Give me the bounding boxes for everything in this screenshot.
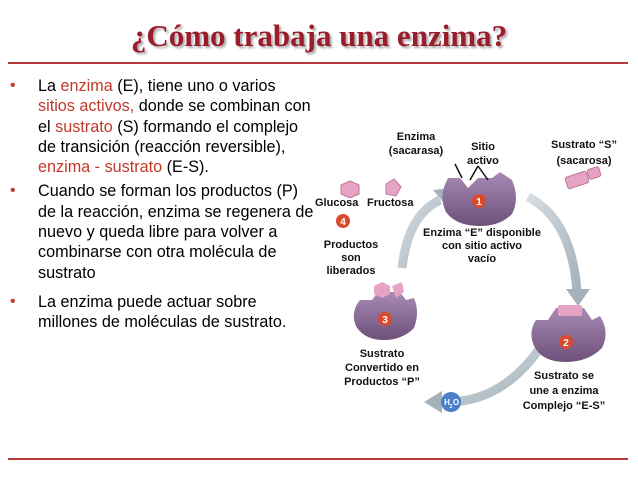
bullet-enzyme-definition: • La enzima (E), tiene uno o varios siti… bbox=[8, 76, 314, 177]
text: (E-S). bbox=[162, 158, 209, 177]
label-sustrato-s: Sustrato “S”(sacarosa) bbox=[551, 139, 617, 167]
step-3-number: 3 bbox=[382, 315, 388, 326]
step-4-number: 4 bbox=[340, 217, 346, 228]
arrowhead-bottom bbox=[424, 391, 442, 413]
fructose-molecule bbox=[385, 178, 402, 197]
enzyme-converting: 3 bbox=[353, 282, 417, 340]
step-1-number: 1 bbox=[476, 197, 482, 208]
water-sub: 2 bbox=[450, 404, 453, 410]
pointer-sitio-2 bbox=[477, 165, 489, 181]
label-glucosa: Glucosa bbox=[315, 197, 359, 209]
step-2-number: 2 bbox=[563, 338, 569, 349]
enzyme-substrate-complex: 2 bbox=[531, 305, 606, 362]
bottom-rule bbox=[8, 458, 628, 460]
bullet-marker: • bbox=[10, 182, 16, 200]
step-3-badge bbox=[378, 312, 392, 326]
bound-substrate bbox=[558, 305, 582, 316]
water-h: H bbox=[444, 398, 450, 407]
bullet-list: • La enzima (E), tiene uno o varios siti… bbox=[8, 76, 314, 333]
sucrose-molecule bbox=[564, 166, 602, 190]
step-1-badge bbox=[472, 194, 486, 208]
water-badge: H 2 O bbox=[441, 392, 461, 412]
highlight-enzima-sustrato: enzima - sustrato bbox=[38, 158, 163, 177]
title-underline bbox=[8, 62, 628, 64]
label-enzima: Enzima(sacarasa) bbox=[389, 131, 444, 157]
bullet-millions: • La enzima puede actuar sobre millones … bbox=[8, 292, 314, 333]
page-title: ¿Cómo trabaja una enzima? bbox=[130, 18, 508, 53]
water-o: O bbox=[453, 398, 459, 407]
enzyme-free: 1 bbox=[442, 172, 516, 226]
text: La bbox=[38, 77, 61, 95]
arrow-left bbox=[397, 195, 443, 269]
bullet-products: • Cuando se forman los productos (P) de … bbox=[8, 181, 314, 282]
highlight-sitios-activos: sitios activos, bbox=[38, 97, 135, 116]
bullet-marker: • bbox=[10, 292, 16, 310]
text: (E), tiene uno o varios bbox=[112, 77, 276, 95]
glucose-molecule bbox=[340, 180, 360, 199]
arrow-top-right bbox=[525, 193, 582, 293]
pointer-sitio-1 bbox=[469, 165, 479, 181]
enzyme-2-shape bbox=[531, 308, 606, 362]
step-2-badge bbox=[559, 335, 573, 349]
bullet-marker: • bbox=[10, 77, 16, 94]
fructose-in-site bbox=[392, 282, 404, 298]
released-products: 4 bbox=[336, 178, 402, 228]
glucose-in-site bbox=[374, 282, 390, 298]
highlight-sustrato: sustrato bbox=[55, 117, 113, 136]
label-fructosa: Fructosa bbox=[367, 197, 414, 209]
text: (S) formando el complejo de transición (… bbox=[38, 117, 299, 156]
pointer-enzima bbox=[454, 163, 463, 179]
text: donde se combinan con el bbox=[38, 97, 311, 136]
text: La enzima puede actuar sobre millones de… bbox=[38, 292, 287, 332]
arrowhead-down-right bbox=[566, 289, 590, 306]
highlight-enzima: enzima bbox=[60, 77, 113, 95]
step-4-badge bbox=[336, 214, 350, 228]
text: Cuando se forman los productos (P) de la… bbox=[38, 182, 314, 282]
